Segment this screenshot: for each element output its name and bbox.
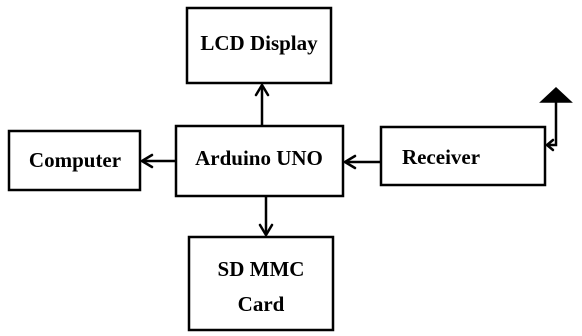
lcd-display-label: LCD Display (200, 31, 318, 55)
lcd-display-block: LCD Display (185, 6, 333, 85)
arrow-arduino-to-computer (140, 153, 176, 169)
receiver-block: Receiver (379, 125, 547, 187)
arrow-arduino-to-sdcard-head (258, 223, 274, 237)
arrow-receiver-to-arduino (343, 154, 381, 170)
receiver-box (379, 125, 547, 187)
antenna-icon-head (539, 86, 573, 103)
sd-mmc-card-label-line2: Card (238, 292, 285, 316)
lcd-display-box (185, 6, 333, 85)
arrow-receiver-to-arduino-head (343, 154, 357, 170)
sd-mmc-card-block: SD MMC Card (187, 235, 335, 332)
arduino-uno-box (174, 124, 345, 198)
arduino-uno-label: Arduino UNO (195, 146, 323, 170)
sd-mmc-card-box (187, 235, 335, 332)
antenna-icon (539, 86, 573, 103)
antenna-feed-head (545, 138, 555, 152)
arrow-arduino-to-computer-head (140, 153, 154, 169)
receiver-label: Receiver (402, 145, 480, 169)
antenna-feed-line (547, 102, 558, 147)
arrow-arduino-to-lcd-head (254, 83, 270, 97)
computer-block: Computer (7, 129, 142, 192)
sd-mmc-card-label-line1: SD MMC (218, 257, 305, 281)
computer-label: Computer (29, 148, 121, 172)
arduino-uno-block: Arduino UNO (174, 124, 345, 198)
arrow-arduino-to-sdcard (258, 196, 274, 237)
computer-box (7, 129, 142, 192)
arrow-antenna-to-receiver (545, 102, 558, 152)
arrow-arduino-to-lcd (254, 83, 270, 126)
